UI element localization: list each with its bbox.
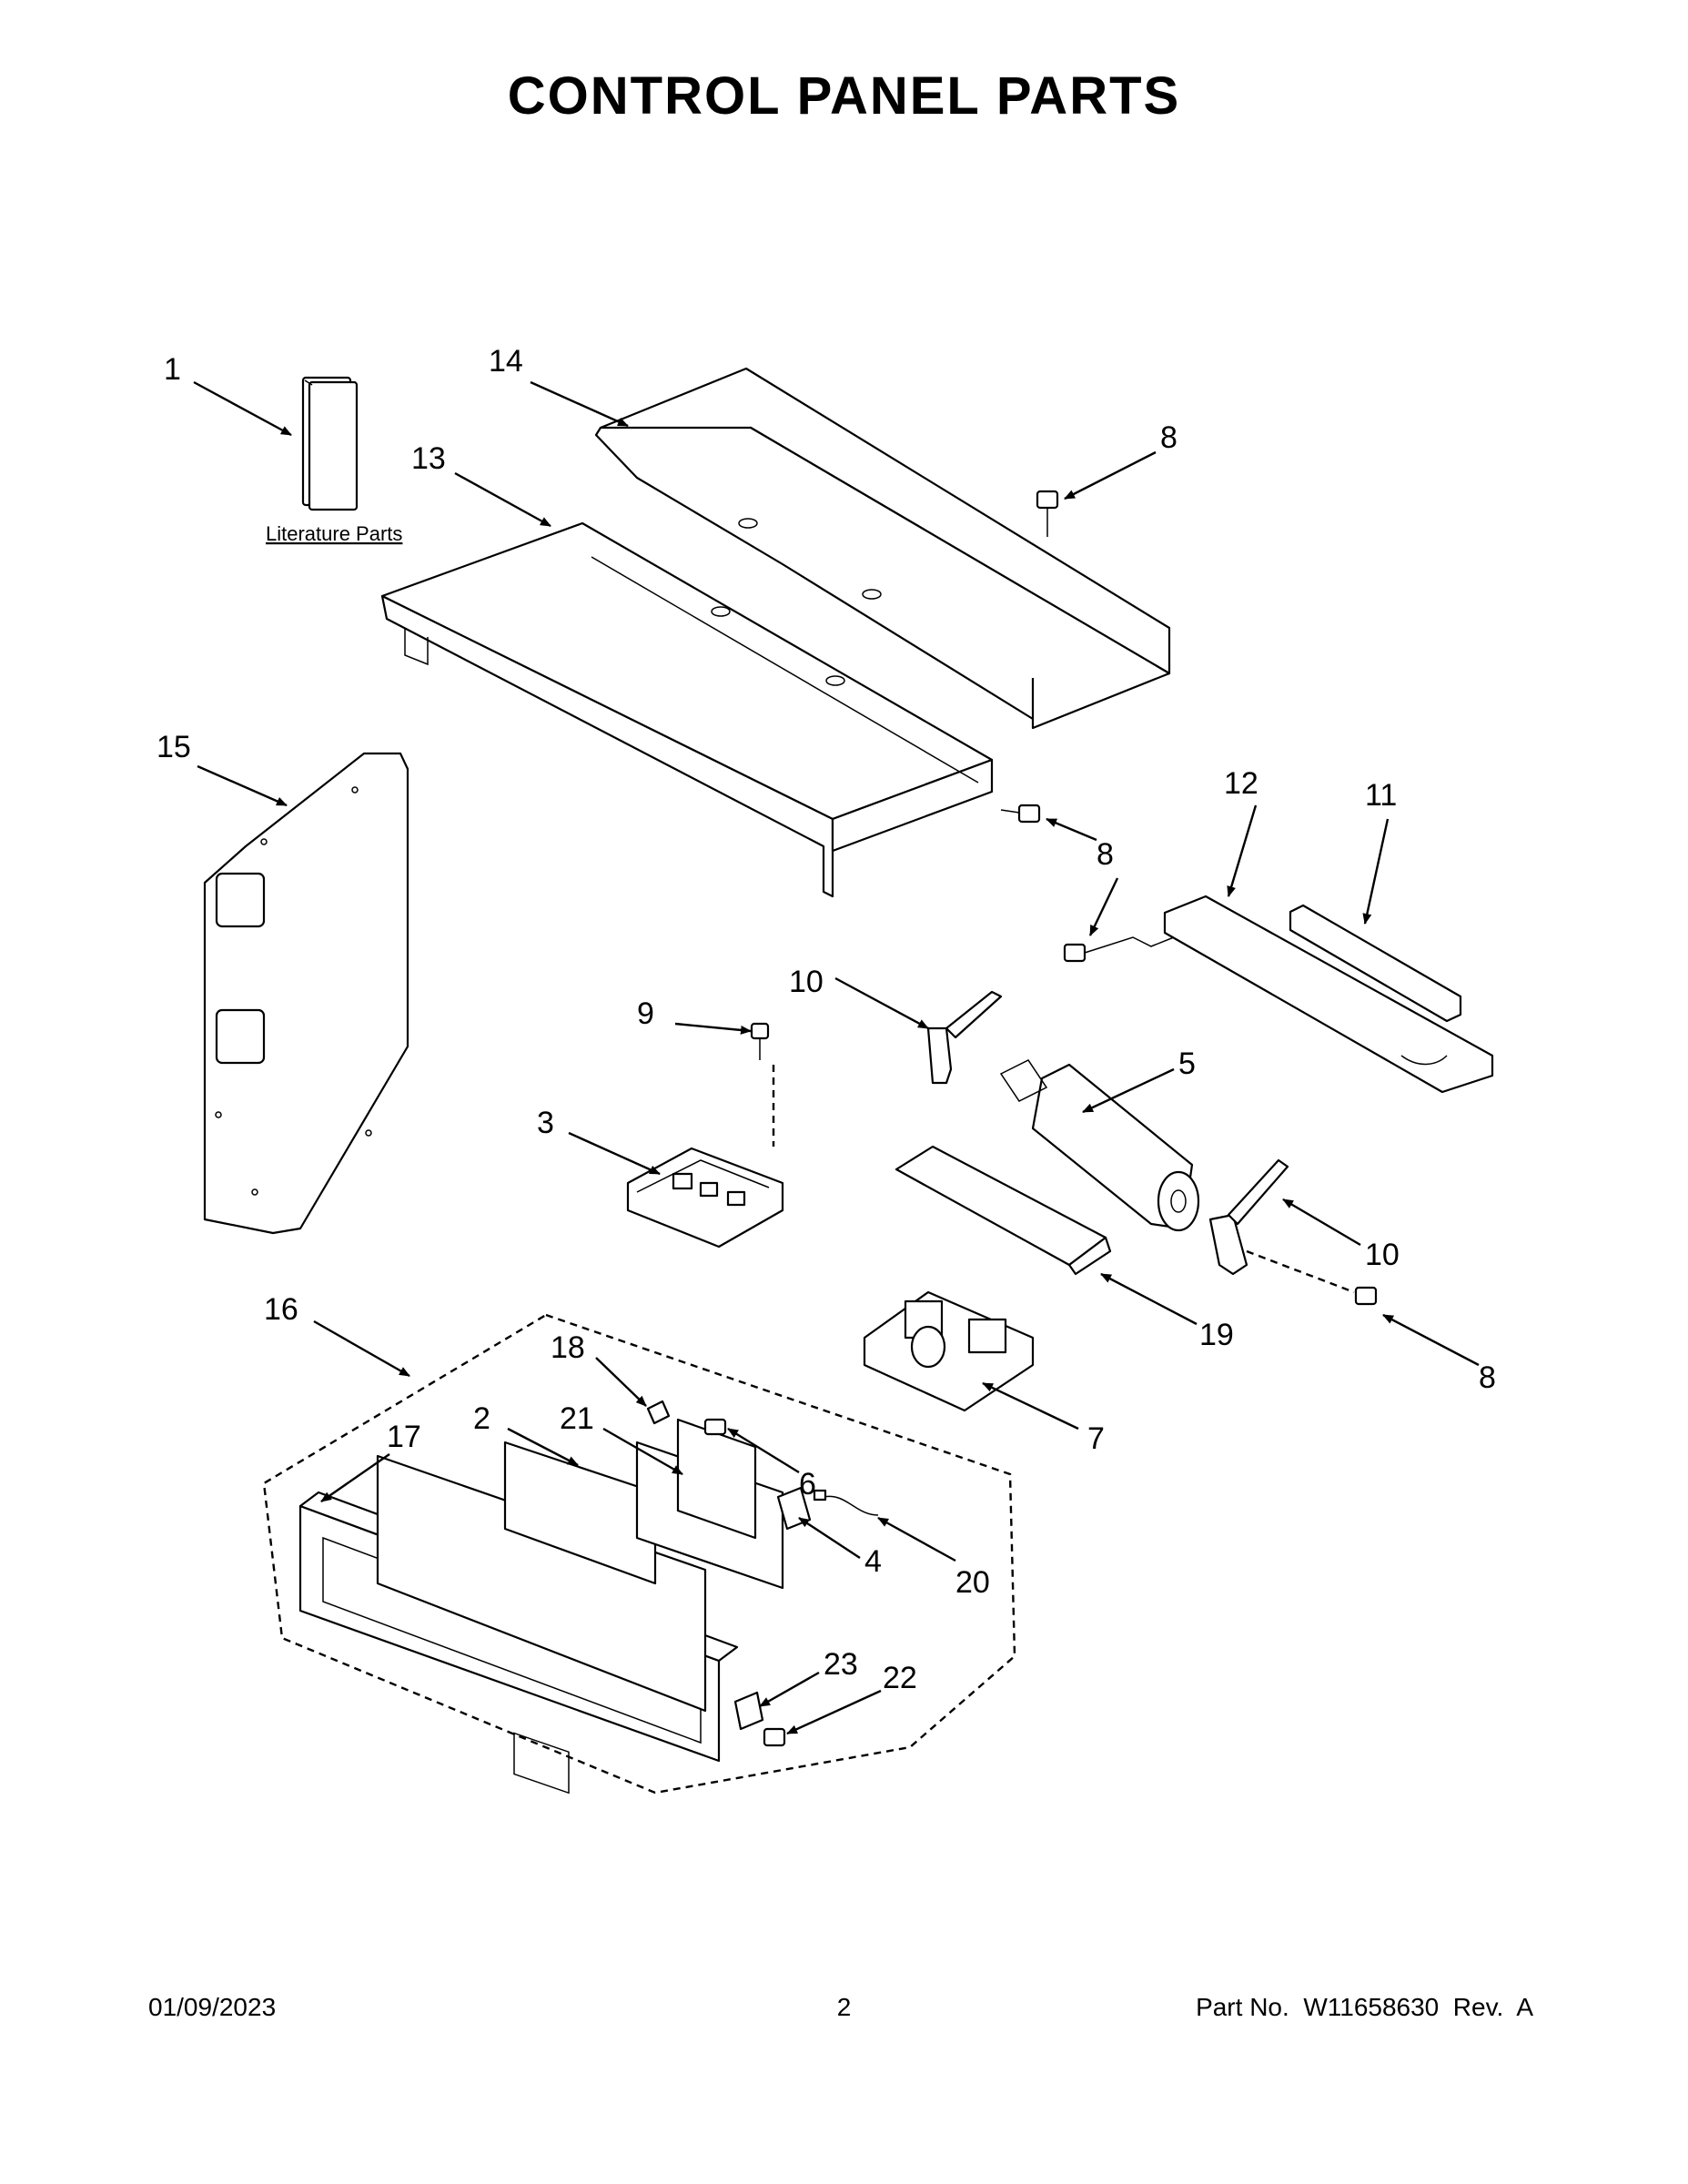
- part-11-strip: [1289, 904, 1462, 1023]
- callout-23: 23: [824, 1647, 858, 1682]
- footer-page-number: 2: [836, 1993, 852, 2021]
- leader-5: [1082, 1067, 1175, 1114]
- leader-21: [602, 1427, 683, 1476]
- leader-23: [759, 1671, 820, 1708]
- leader-17: [320, 1453, 390, 1502]
- callout-2: 2: [473, 1401, 490, 1436]
- leader-20: [877, 1516, 956, 1562]
- leader-19: [1100, 1272, 1198, 1326]
- part-23-washer: [733, 1691, 764, 1731]
- leader-8-mid: [1046, 817, 1097, 842]
- callout-9: 9: [637, 996, 654, 1031]
- callout-13: 13: [411, 441, 446, 476]
- callout-19: 19: [1199, 1318, 1234, 1352]
- callout-4: 4: [864, 1544, 882, 1579]
- callout-8-top: 8: [1160, 420, 1178, 455]
- part-22-screw: [763, 1727, 786, 1747]
- part-6-screw: [703, 1418, 727, 1436]
- leader-6: [727, 1427, 800, 1474]
- leader-3: [568, 1131, 661, 1176]
- leader-10-left: [834, 976, 929, 1030]
- part-8-screw-left: [1063, 936, 1175, 963]
- leader-2: [507, 1427, 579, 1467]
- part-8-screw-mid: [1000, 804, 1041, 824]
- part-7-power-board: [863, 1290, 1035, 1412]
- callout-17: 17: [387, 1420, 421, 1454]
- leader-8-left: [1088, 877, 1119, 936]
- callout-5: 5: [1178, 1046, 1196, 1081]
- callout-22: 22: [883, 1661, 917, 1695]
- callout-7: 7: [1087, 1421, 1105, 1456]
- callout-1: 1: [164, 352, 181, 387]
- literature-parts-booklet: [301, 376, 359, 511]
- leader-16: [313, 1320, 410, 1378]
- leader-18: [595, 1357, 647, 1407]
- part-12-bracket: [1163, 895, 1494, 1094]
- callout-11: 11: [1365, 778, 1397, 813]
- literature-parts-label: Literature Parts: [266, 522, 402, 545]
- callout-3: 3: [537, 1106, 554, 1140]
- leader-10-right: [1282, 1198, 1361, 1247]
- leader-22: [786, 1689, 882, 1735]
- leader-9: [674, 1022, 752, 1035]
- callout-12: 12: [1224, 766, 1258, 801]
- callout-14: 14: [489, 344, 523, 379]
- leader-11: [1362, 818, 1390, 925]
- leader-12: [1227, 804, 1258, 897]
- part-3-board: [626, 1147, 784, 1249]
- callout-21: 21: [560, 1401, 594, 1436]
- leader-8-top: [1064, 450, 1157, 500]
- part-8-screw-top: [1036, 490, 1059, 537]
- leader-8-right: [1382, 1313, 1480, 1367]
- leader-15: [197, 764, 288, 807]
- callout-8-mid: 8: [1097, 837, 1114, 872]
- footer-part-number: Part No. W11658630 Rev. A: [1196, 1993, 1533, 2021]
- callout-16: 16: [264, 1292, 298, 1327]
- callout-10-right: 10: [1365, 1238, 1400, 1272]
- part-19-deflector: [895, 1145, 1112, 1276]
- part-8-screw-right: [1354, 1286, 1378, 1306]
- page-title: CONTROL PANEL PARTS: [507, 66, 1181, 126]
- leader-4: [798, 1516, 861, 1560]
- part-9-screw: [750, 1022, 770, 1060]
- part-10-bracket-left: [926, 990, 1003, 1085]
- leader-13: [454, 471, 551, 528]
- part-10-bracket-right: [1208, 1158, 1289, 1276]
- part-5-blower: [999, 1059, 1200, 1232]
- callout-15: 15: [157, 730, 191, 764]
- callout-18: 18: [551, 1330, 585, 1365]
- footer-date: 01/09/2023: [148, 1993, 277, 2021]
- callout-8-right: 8: [1479, 1360, 1496, 1395]
- callout-10-left: 10: [789, 965, 824, 999]
- part-14-upper-cover: [594, 367, 1171, 730]
- part-15-side-panel: [203, 752, 409, 1235]
- part-13-panel-cover: [380, 521, 994, 898]
- callout-6: 6: [799, 1467, 816, 1502]
- part-20-harness: [813, 1489, 879, 1516]
- leader-14: [530, 380, 629, 428]
- leader-7: [982, 1381, 1079, 1431]
- leader-1: [193, 380, 292, 437]
- part-18-clip: [646, 1400, 671, 1425]
- callout-20: 20: [955, 1565, 990, 1600]
